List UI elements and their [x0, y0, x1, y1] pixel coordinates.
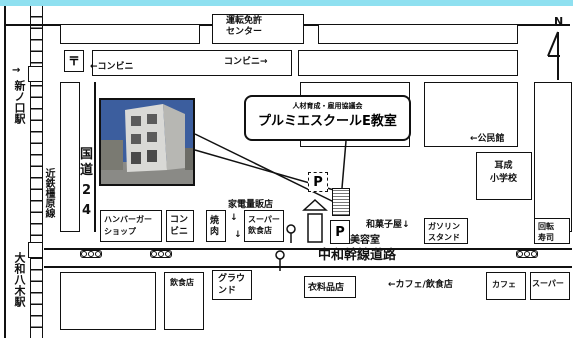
building-photo [99, 98, 195, 186]
station-yamato-yagi-label: 大和八木駅 [13, 252, 26, 307]
parking-label-1: P [313, 174, 323, 190]
clothing-label: 衣料品店 [308, 283, 345, 293]
block-right-edge [534, 82, 572, 232]
block-community-hall [424, 82, 518, 147]
gas-station-label: ガソリン スタンド [428, 222, 460, 242]
main-road-label: 中和幹線道路 [318, 248, 397, 263]
wagashi-label: 和菓子屋↓ [366, 220, 410, 230]
station-shin-noguchi-label: 新ノ口駅 [13, 80, 26, 124]
school-callout: 人材育成・雇用協議会 プルミエスクールE教室 [244, 95, 411, 141]
block-kaiten-sushi [534, 218, 570, 244]
compass-label: N [554, 15, 564, 28]
block-school [476, 152, 532, 200]
route24-char1: 国 [80, 147, 94, 162]
north-arrow-icon [547, 31, 560, 80]
appliance-store-label: 家電量販店 [228, 200, 274, 210]
callout-title: プルミエスクールE教室 [258, 114, 397, 129]
block-left-column [60, 82, 80, 232]
station-shin-noguchi-marker [28, 66, 43, 82]
traffic-signal-icon [516, 250, 538, 258]
station-yamato-yagi-marker [28, 242, 43, 258]
convenience-left-label: ←コンビニ [90, 62, 134, 72]
school-building-icon [302, 198, 328, 243]
block-convenience-store [166, 210, 194, 242]
block-ground [212, 270, 252, 300]
beauty-salon-label: 美容室 [350, 235, 380, 246]
route24-num1: 2 [82, 183, 92, 198]
traffic-signal-icon [150, 250, 172, 258]
block-second-row-right [298, 50, 518, 76]
block-supermarket [244, 210, 284, 242]
block-bottom-left [60, 272, 156, 330]
restaurant-label: 飲食店 [170, 278, 194, 287]
community-hall-label: ←公民館 [470, 134, 505, 144]
block-clothing [304, 276, 356, 298]
yakiniku-label: 焼 肉 [210, 216, 220, 237]
route24-line [94, 82, 96, 232]
kaiten-sushi-label: 回転 寿司 [538, 222, 554, 242]
map-border-left [4, 6, 6, 338]
building-photo-image [101, 100, 193, 184]
person-marker-icon [286, 224, 296, 243]
block-supermarket-2 [530, 272, 570, 300]
block-gas-station [424, 218, 468, 244]
convenience-right-label: コンビニ→ [224, 57, 268, 67]
top-frame-bar [0, 0, 573, 6]
route24-char2: 道 [80, 163, 94, 178]
main-road-bottom-edge [44, 266, 572, 268]
railway-label: 近鉄橿原線 [43, 168, 54, 218]
callout-subtitle: 人材育成・雇用協議会 [292, 102, 363, 110]
block-hamburger [100, 210, 162, 242]
target-building-icon [332, 188, 350, 216]
supermarket2-label: スーパー [532, 279, 564, 288]
convenience-store-label: コン ビニ [170, 215, 189, 237]
route24-num2: 4 [82, 203, 92, 218]
post-office-icon: 〒 [64, 50, 84, 72]
ground-label: グラウ ンド [218, 274, 246, 296]
supermarket-arrow: ↓ [234, 230, 242, 240]
parking-icon: P [308, 172, 328, 192]
appliance-arrow: ↓ [230, 213, 238, 223]
parking-label-2: P [335, 224, 345, 240]
person-marker-icon [275, 250, 285, 271]
block-top-left [60, 24, 200, 44]
driving-school-label: 運転免許 センター [226, 16, 263, 37]
school-label: 耳成 小学校 [490, 161, 518, 184]
station-arrow-left: → [12, 65, 21, 76]
block-yakiniku [206, 210, 226, 242]
block-cafe [486, 272, 526, 300]
block-convenience [92, 50, 292, 76]
parking-icon-2: P [330, 220, 350, 244]
block-top-right [318, 24, 518, 44]
traffic-signal-icon [80, 250, 102, 258]
hamburger-label: ハンバーガー ショップ [104, 215, 152, 236]
cafe-label: カフェ [492, 280, 516, 289]
cafe-restaurant-label: ←カフェ/飲食店 [388, 280, 453, 290]
supermarket-label: スーパー 飲食店 [248, 215, 280, 235]
block-restaurant [164, 272, 204, 330]
block-driving-school [212, 14, 304, 44]
main-road-top-edge [44, 248, 572, 250]
